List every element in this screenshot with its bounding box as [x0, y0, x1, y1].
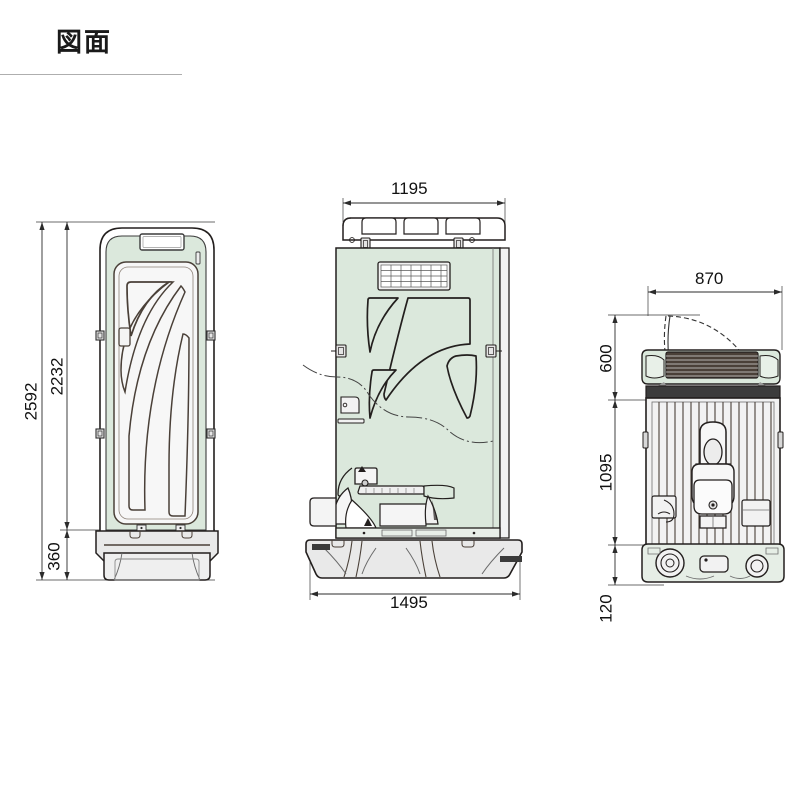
- front-door-handle: [118, 327, 131, 347]
- top-rear-grille: [665, 351, 759, 379]
- top-side-tabs: [642, 431, 784, 449]
- top-skid-hole-left: [655, 548, 685, 578]
- top-threshold-band: [645, 385, 781, 399]
- dim-label-360: 360: [44, 542, 64, 571]
- side-paper-holder: [337, 396, 365, 424]
- dim-600: [612, 315, 618, 400]
- side-stripe-graphics: [366, 297, 478, 419]
- page-title: 図面: [56, 28, 113, 58]
- top-skid-hole-right: [745, 554, 769, 578]
- dim-label-1195: 1195: [391, 179, 428, 198]
- top-right-fitting: [741, 499, 771, 527]
- top-rear-grille-slats: [666, 355, 758, 377]
- front-window-glass: [142, 236, 182, 248]
- dim-label-1095: 1095: [596, 453, 616, 492]
- side-mid-brackets: [331, 344, 502, 358]
- side-roof-brackets: [349, 237, 475, 251]
- front-latch: [195, 251, 201, 265]
- side-hopper-box: [309, 497, 337, 527]
- side-floor-fixings: [362, 529, 476, 537]
- top-toilet-pan: [691, 421, 735, 529]
- dim-label-120: 120: [596, 594, 616, 623]
- side-tank-ribs: [343, 540, 441, 578]
- side-tank-port-left: [312, 544, 330, 550]
- front-base-recess: [114, 558, 200, 581]
- side-roof-ribs: [361, 217, 481, 235]
- dim-label-1495: 1495: [390, 593, 428, 612]
- dim-1195: [343, 200, 505, 206]
- dim-1495: [310, 591, 520, 597]
- side-section-break-line: [302, 364, 494, 444]
- dim-360: [64, 530, 70, 580]
- top-housing-left-pad: [645, 355, 665, 379]
- dim-120: [612, 545, 618, 585]
- dim-870: [648, 289, 782, 295]
- top-view: [608, 286, 785, 586]
- front-view: [36, 221, 219, 581]
- front-door-inner-line: [118, 266, 194, 520]
- dim-1095: [612, 400, 618, 545]
- front-base-feet: [129, 531, 193, 539]
- side-tank-port-right: [500, 556, 522, 562]
- top-housing-right-pad: [759, 355, 779, 379]
- front-base-lower: [103, 552, 211, 581]
- front-hinges: [95, 330, 216, 439]
- side-vent-grille: [377, 261, 451, 291]
- title-divider: [0, 74, 182, 75]
- front-door-panel: [113, 261, 199, 525]
- side-floor-deck: [335, 527, 501, 539]
- side-toilet-assembly: [333, 466, 455, 529]
- top-skid-slot: [699, 555, 729, 573]
- side-section-view: [302, 198, 523, 600]
- dim-label-2592: 2592: [21, 382, 41, 421]
- dim-label-870: 870: [695, 269, 724, 288]
- side-rear-column: [499, 247, 510, 539]
- top-left-fitting: [651, 495, 677, 523]
- side-tank-base: [305, 539, 523, 579]
- dim-2232: [64, 222, 70, 530]
- dim-label-2232: 2232: [47, 357, 67, 396]
- dim-label-600: 600: [596, 344, 616, 373]
- front-door-stripe-graphics: [120, 281, 190, 517]
- dim-2592: [39, 222, 45, 580]
